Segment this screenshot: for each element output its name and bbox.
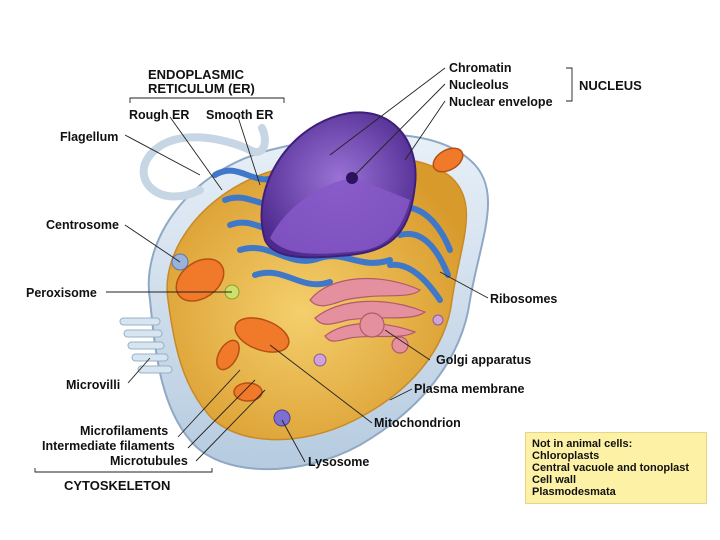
label-ribosomes: Ribosomes xyxy=(490,292,557,306)
label-rough-er: Rough ER xyxy=(129,108,189,122)
note-item: Chloroplasts xyxy=(532,450,700,462)
er-title-line-1: ENDOPLASMIC xyxy=(148,67,244,82)
note-item: Cell wall xyxy=(532,474,700,486)
label-microtubules: Microtubules xyxy=(110,454,188,468)
label-centrosome: Centrosome xyxy=(46,218,119,232)
lysosome-shape xyxy=(274,410,290,426)
label-nucleolus: Nucleolus xyxy=(449,78,509,92)
label-smooth-er: Smooth ER xyxy=(206,108,273,122)
label-peroxisome: Peroxisome xyxy=(26,286,97,300)
note-title: Not in animal cells: xyxy=(532,438,700,450)
vesicle-shape xyxy=(314,354,326,366)
note-item: Central vacuole and tonoplast xyxy=(532,462,700,474)
label-lysosome: Lysosome xyxy=(308,455,369,469)
label-nuclear-envelope: Nuclear envelope xyxy=(449,95,553,109)
label-microfilaments: Microfilaments xyxy=(80,424,168,438)
label-golgi-apparatus: Golgi apparatus xyxy=(436,353,531,367)
label-chromatin: Chromatin xyxy=(449,61,512,75)
vesicle-shape xyxy=(433,315,443,325)
label-nucleus: NUCLEUS xyxy=(579,78,642,93)
er-title-line-2: RETICULUM (ER) xyxy=(148,81,255,96)
label-mitochondrion: Mitochondrion xyxy=(374,416,461,430)
plant-only-note: Not in animal cells: Chloroplasts Centra… xyxy=(525,432,707,504)
label-intermediate-filaments: Intermediate filaments xyxy=(42,439,175,453)
label-plasma-membrane: Plasma membrane xyxy=(414,382,524,396)
label-cytoskeleton: CYTOSKELETON xyxy=(64,478,170,493)
note-item: Plasmodesmata xyxy=(532,486,700,498)
label-flagellum: Flagellum xyxy=(60,130,118,144)
label-microvilli: Microvilli xyxy=(66,378,120,392)
